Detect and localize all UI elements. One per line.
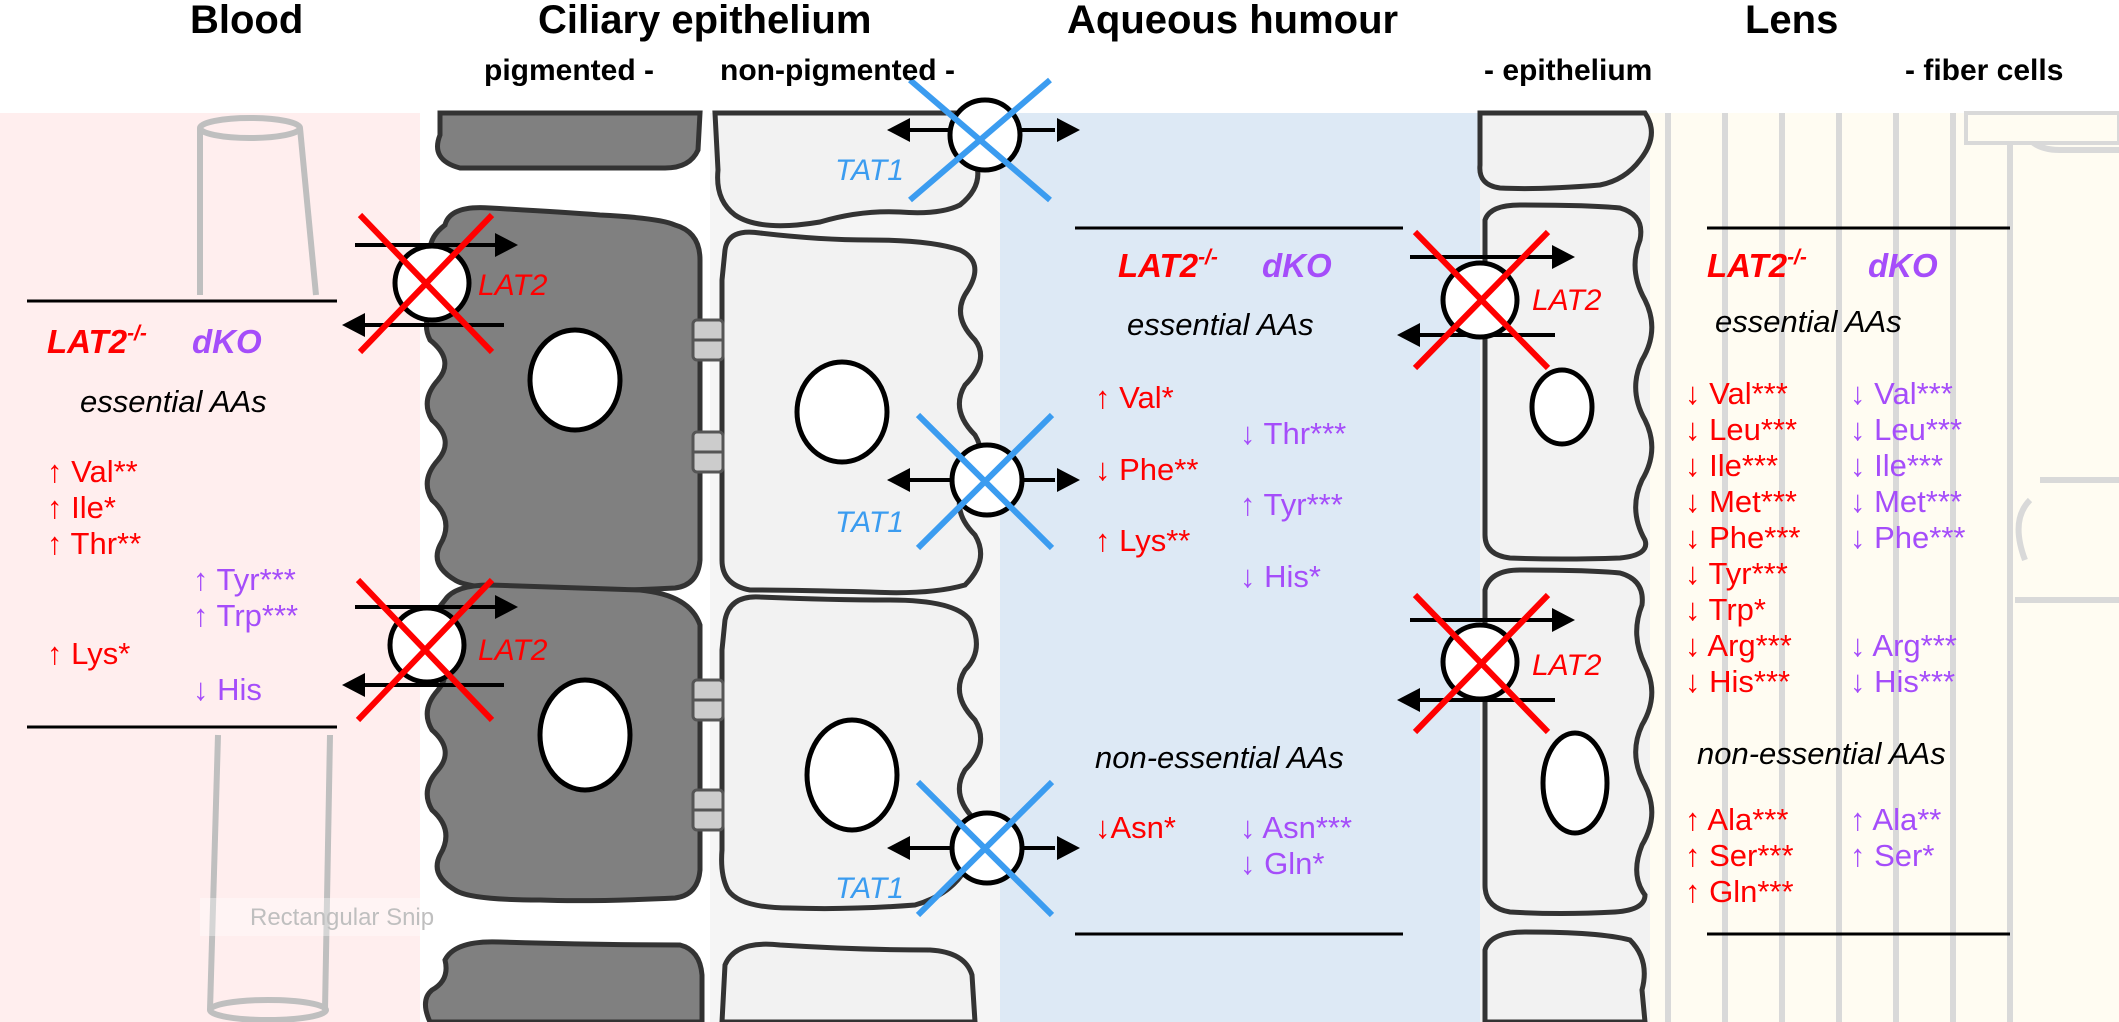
lens-dko-non-aa-1: ↑ Ala** xyxy=(1850,802,1941,837)
header-aqueous-humour: Aqueous humour xyxy=(1067,0,1398,42)
blood-vessel-bottom xyxy=(207,734,333,1022)
lens-dko-non-aa-2: ↑ Ser* xyxy=(1850,838,1934,873)
pigmented-cell-bottom xyxy=(423,939,705,1022)
header-ciliary-epithelium: Ciliary epithelium xyxy=(538,0,871,42)
tat1-label-bottom: TAT1 xyxy=(835,872,904,905)
blood-region xyxy=(0,113,440,1022)
lens-dko-aa-4: ↓ Met*** xyxy=(1850,484,1962,519)
pigmented-cell-top xyxy=(435,110,703,171)
header-non-pigmented: non-pigmented - xyxy=(720,54,955,87)
lat2-label-lens-upper: LAT2 xyxy=(1532,284,1602,317)
lens-lat2-aa-2: ↓ Leu*** xyxy=(1685,412,1797,447)
aqueous-dko-aa-3: ↓ His* xyxy=(1240,559,1321,594)
aqueous-dko-non-aa-2: ↓ Gln* xyxy=(1240,846,1324,881)
blood-lat2-legend: LAT2-/- xyxy=(47,322,147,360)
aqueous-lat2-non-aa-1: ↓Asn* xyxy=(1095,810,1176,845)
lens-lat2-aa-7: ↓ Trp* xyxy=(1685,592,1766,627)
blood-essential-label: essential AAs xyxy=(80,384,267,419)
lens-epi-cell-bottom xyxy=(1482,929,1648,1022)
panel-lines xyxy=(27,226,2010,936)
lat2-transporter-lens-upper xyxy=(1397,229,1575,371)
lat2-transporter-blood-lower xyxy=(342,577,518,723)
tat1-transporter-top xyxy=(887,77,1080,203)
blood-lat2-aa-3: ↑ Thr** xyxy=(47,526,141,561)
pigmented-nuclei xyxy=(527,327,633,793)
lens-epi-nucleus-upper xyxy=(1529,367,1595,447)
aqueous-essential-label: essential AAs xyxy=(1127,307,1314,342)
watermark-text: Rectangular Snip xyxy=(250,904,434,931)
lens-dko-aa-3: ↓ Ile*** xyxy=(1850,448,1943,483)
pigmented-nucleus-lower xyxy=(537,677,633,793)
lens-dko-aa-2: ↓ Leu*** xyxy=(1850,412,1962,447)
lens-fiber-cells xyxy=(1665,113,2119,1022)
lat2-label-blood-upper: LAT2 xyxy=(478,269,548,302)
lens-lat2-non-aa-3: ↑ Gln*** xyxy=(1685,874,1794,909)
lat2-transporter-blood-upper xyxy=(342,212,518,355)
nonpigmented-nucleus-upper xyxy=(794,359,890,465)
blood-lat2-aa-1: ↑ Val** xyxy=(47,454,138,489)
lens-lat2-aa-8: ↓ Arg*** xyxy=(1685,628,1792,663)
aqueous-nonessential-label: non-essential AAs xyxy=(1095,740,1344,775)
lens-epi-nucleus-lower xyxy=(1540,730,1610,836)
lens-lat2-aa-9: ↓ His*** xyxy=(1685,664,1790,699)
aqueous-lat2-aa-1: ↑ Val* xyxy=(1095,380,1174,415)
lens-lat2-non-aa-2: ↑ Ser*** xyxy=(1685,838,1794,873)
lens-dko-aa-6: ↓ Arg*** xyxy=(1850,628,1957,663)
lens-lat2-aa-6: ↓ Tyr*** xyxy=(1685,556,1788,591)
aqueous-dko-aa-2: ↑ Tyr*** xyxy=(1240,487,1343,522)
lens-lat2-aa-5: ↓ Phe*** xyxy=(1685,520,1800,555)
lat2-label-lens-lower: LAT2 xyxy=(1532,649,1602,682)
lens-dko-aa-5: ↓ Phe*** xyxy=(1850,520,1965,555)
lens-fiber-top-box xyxy=(1964,111,2119,145)
pigmented-cells xyxy=(423,110,705,1022)
lens-epi-cell-top xyxy=(1477,110,1654,192)
header-blood: Blood xyxy=(190,0,303,42)
aqueous-region xyxy=(1000,113,1490,1022)
header-lens: Lens xyxy=(1745,0,1838,42)
pigmented-nucleus-upper xyxy=(527,327,623,433)
blood-lat2-aa-4: ↑ Lys* xyxy=(47,636,130,671)
blood-dko-aa-3: ↓ His xyxy=(193,672,262,707)
header-fiber-cells: - fiber cells xyxy=(1905,54,2063,87)
nonpigmented-nuclei xyxy=(794,359,900,833)
lat2-transporter-lens-lower xyxy=(1397,592,1575,735)
lens-dko-aa-7: ↓ His*** xyxy=(1850,664,1955,699)
lens-dko-aa-1: ↓ Val*** xyxy=(1850,376,1953,411)
header-lens-epithelium: - epithelium xyxy=(1484,54,1652,87)
tat1-label-middle: TAT1 xyxy=(835,506,904,539)
lens-epithelium-nuclei xyxy=(1529,367,1610,836)
blood-dko-aa-2: ↑ Trp*** xyxy=(193,598,298,633)
tat1-transporter-middle xyxy=(887,412,1080,551)
tat1-transporter-bottom xyxy=(887,779,1080,918)
lens-lat2-non-aa-1: ↑ Ala*** xyxy=(1685,802,1788,837)
blood-lat2-aa-2: ↑ Ile* xyxy=(47,490,116,525)
aqueous-lat2-aa-3: ↑ Lys** xyxy=(1095,523,1190,558)
lens-fiber-region xyxy=(1650,113,2119,1022)
lens-dko-legend: dKO xyxy=(1868,247,1938,284)
aqueous-dko-non-aa-1: ↓ Asn*** xyxy=(1240,810,1352,845)
aqueous-lat2-aa-2: ↓ Phe** xyxy=(1095,452,1198,487)
blood-vessel-top xyxy=(197,115,319,296)
lens-lat2-legend: LAT2-/- xyxy=(1707,246,1807,284)
header-pigmented: pigmented - xyxy=(484,54,654,87)
lens-nonessential-label: non-essential AAs xyxy=(1697,736,1946,771)
blood-dko-aa-1: ↑ Tyr*** xyxy=(193,562,296,597)
blood-dko-legend: dKO xyxy=(192,323,262,360)
nonpigmented-nucleus-lower xyxy=(804,717,900,833)
lens-lat2-aa-3: ↓ Ile*** xyxy=(1685,448,1778,483)
lens-essential-label: essential AAs xyxy=(1715,304,1902,339)
watermark-box xyxy=(200,898,440,936)
lat2-label-blood-lower: LAT2 xyxy=(478,634,548,667)
tat1-label-top: TAT1 xyxy=(835,154,904,187)
aqueous-dko-legend: dKO xyxy=(1262,247,1332,284)
aqueous-lat2-legend: LAT2-/- xyxy=(1118,246,1218,284)
lens-lat2-aa-4: ↓ Met*** xyxy=(1685,484,1797,519)
aqueous-dko-aa-1: ↓ Thr*** xyxy=(1240,416,1346,451)
lens-lat2-aa-1: ↓ Val*** xyxy=(1685,376,1788,411)
nonpigmented-cell-bottom xyxy=(719,941,978,1022)
